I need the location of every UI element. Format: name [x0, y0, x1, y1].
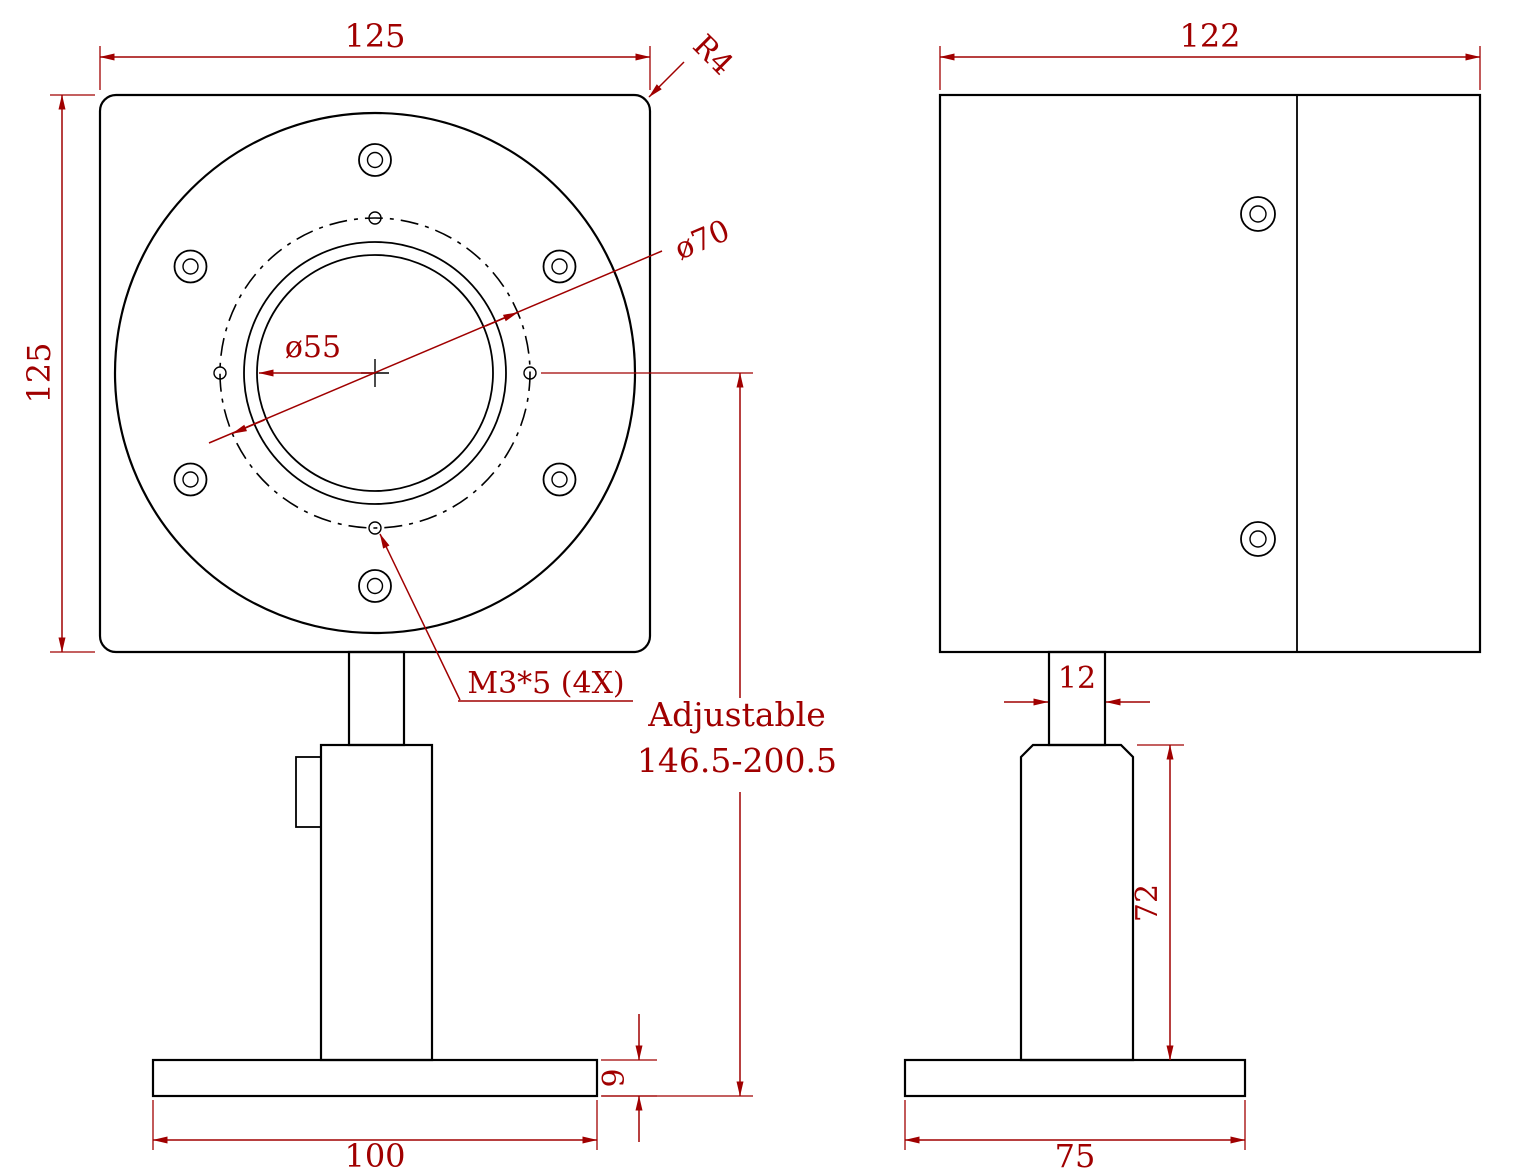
front-view [98, 93, 652, 1098]
dim-text-base-thickness: 9 [597, 1068, 632, 1087]
dim-text-side-width: 122 [1179, 17, 1240, 55]
dim-text-adjustable-label: Adjustable [647, 695, 826, 734]
front-neck [347, 650, 406, 747]
dim-bolt-circle: ø70 [208, 213, 735, 444]
bolt-circle-dashed [219, 217, 531, 529]
dim-corner-radius: R4 [648, 28, 740, 98]
dim-text-bolt-circle: ø70 [670, 213, 735, 267]
side-screw-upper [1240, 196, 1276, 232]
dim-text-front-width: 125 [344, 17, 405, 55]
screw-hole-lower-left [173, 462, 208, 497]
m3-hole-left [213, 366, 227, 380]
m3-hole-right [523, 366, 537, 380]
dim-text-corner-radius: R4 [686, 28, 740, 82]
screw-hole-upper-left [173, 249, 208, 284]
m3-hole-bottom [368, 521, 382, 535]
screw-hole-bottom [358, 569, 392, 603]
aperture-circle [256, 254, 494, 492]
dim-text-front-height: 125 [20, 342, 58, 403]
side-view [903, 93, 1482, 1098]
side-body-outline [938, 93, 1482, 654]
dim-adjustable-height: Adjustable 146.5-200.5 [541, 372, 837, 1097]
dim-text-thread: M3*5 (4X) [467, 666, 624, 701]
dim-text-post-height: 72 [1130, 884, 1165, 922]
screw-hole-upper-right [542, 249, 577, 284]
front-base-plate [151, 1058, 599, 1098]
dim-text-adjustable-range: 146.5-200.5 [637, 741, 837, 780]
front-clamp-knob [295, 756, 322, 828]
side-post [1019, 743, 1135, 1062]
screw-hole-top [358, 143, 392, 177]
dim-text-side-base-width: 75 [1055, 1137, 1096, 1173]
dim-neck-width: 12 [1004, 661, 1150, 706]
dim-thread-callout: M3*5 (4X) [379, 533, 633, 702]
dim-side-width: 122 [939, 17, 1481, 90]
dim-text-aperture: ø55 [285, 330, 341, 365]
dim-post-height: 72 [1130, 744, 1184, 1061]
m3-hole-top [368, 211, 382, 225]
dim-text-neck-width: 12 [1058, 661, 1096, 696]
dim-front-width: 125 [99, 17, 651, 90]
dim-base-thickness: 9 [597, 1014, 657, 1142]
side-base-plate [903, 1058, 1247, 1098]
aperture-ring-outer [243, 241, 507, 505]
side-screw-lower [1240, 521, 1276, 557]
dim-front-base-width: 100 [152, 1100, 598, 1173]
dim-text-front-base-width: 100 [344, 1137, 405, 1173]
dim-aperture: ø55 [258, 330, 375, 377]
dim-side-base-width: 75 [904, 1100, 1246, 1173]
front-post [319, 743, 434, 1062]
dim-front-height: 125 [20, 94, 95, 653]
screw-hole-lower-right [542, 462, 577, 497]
